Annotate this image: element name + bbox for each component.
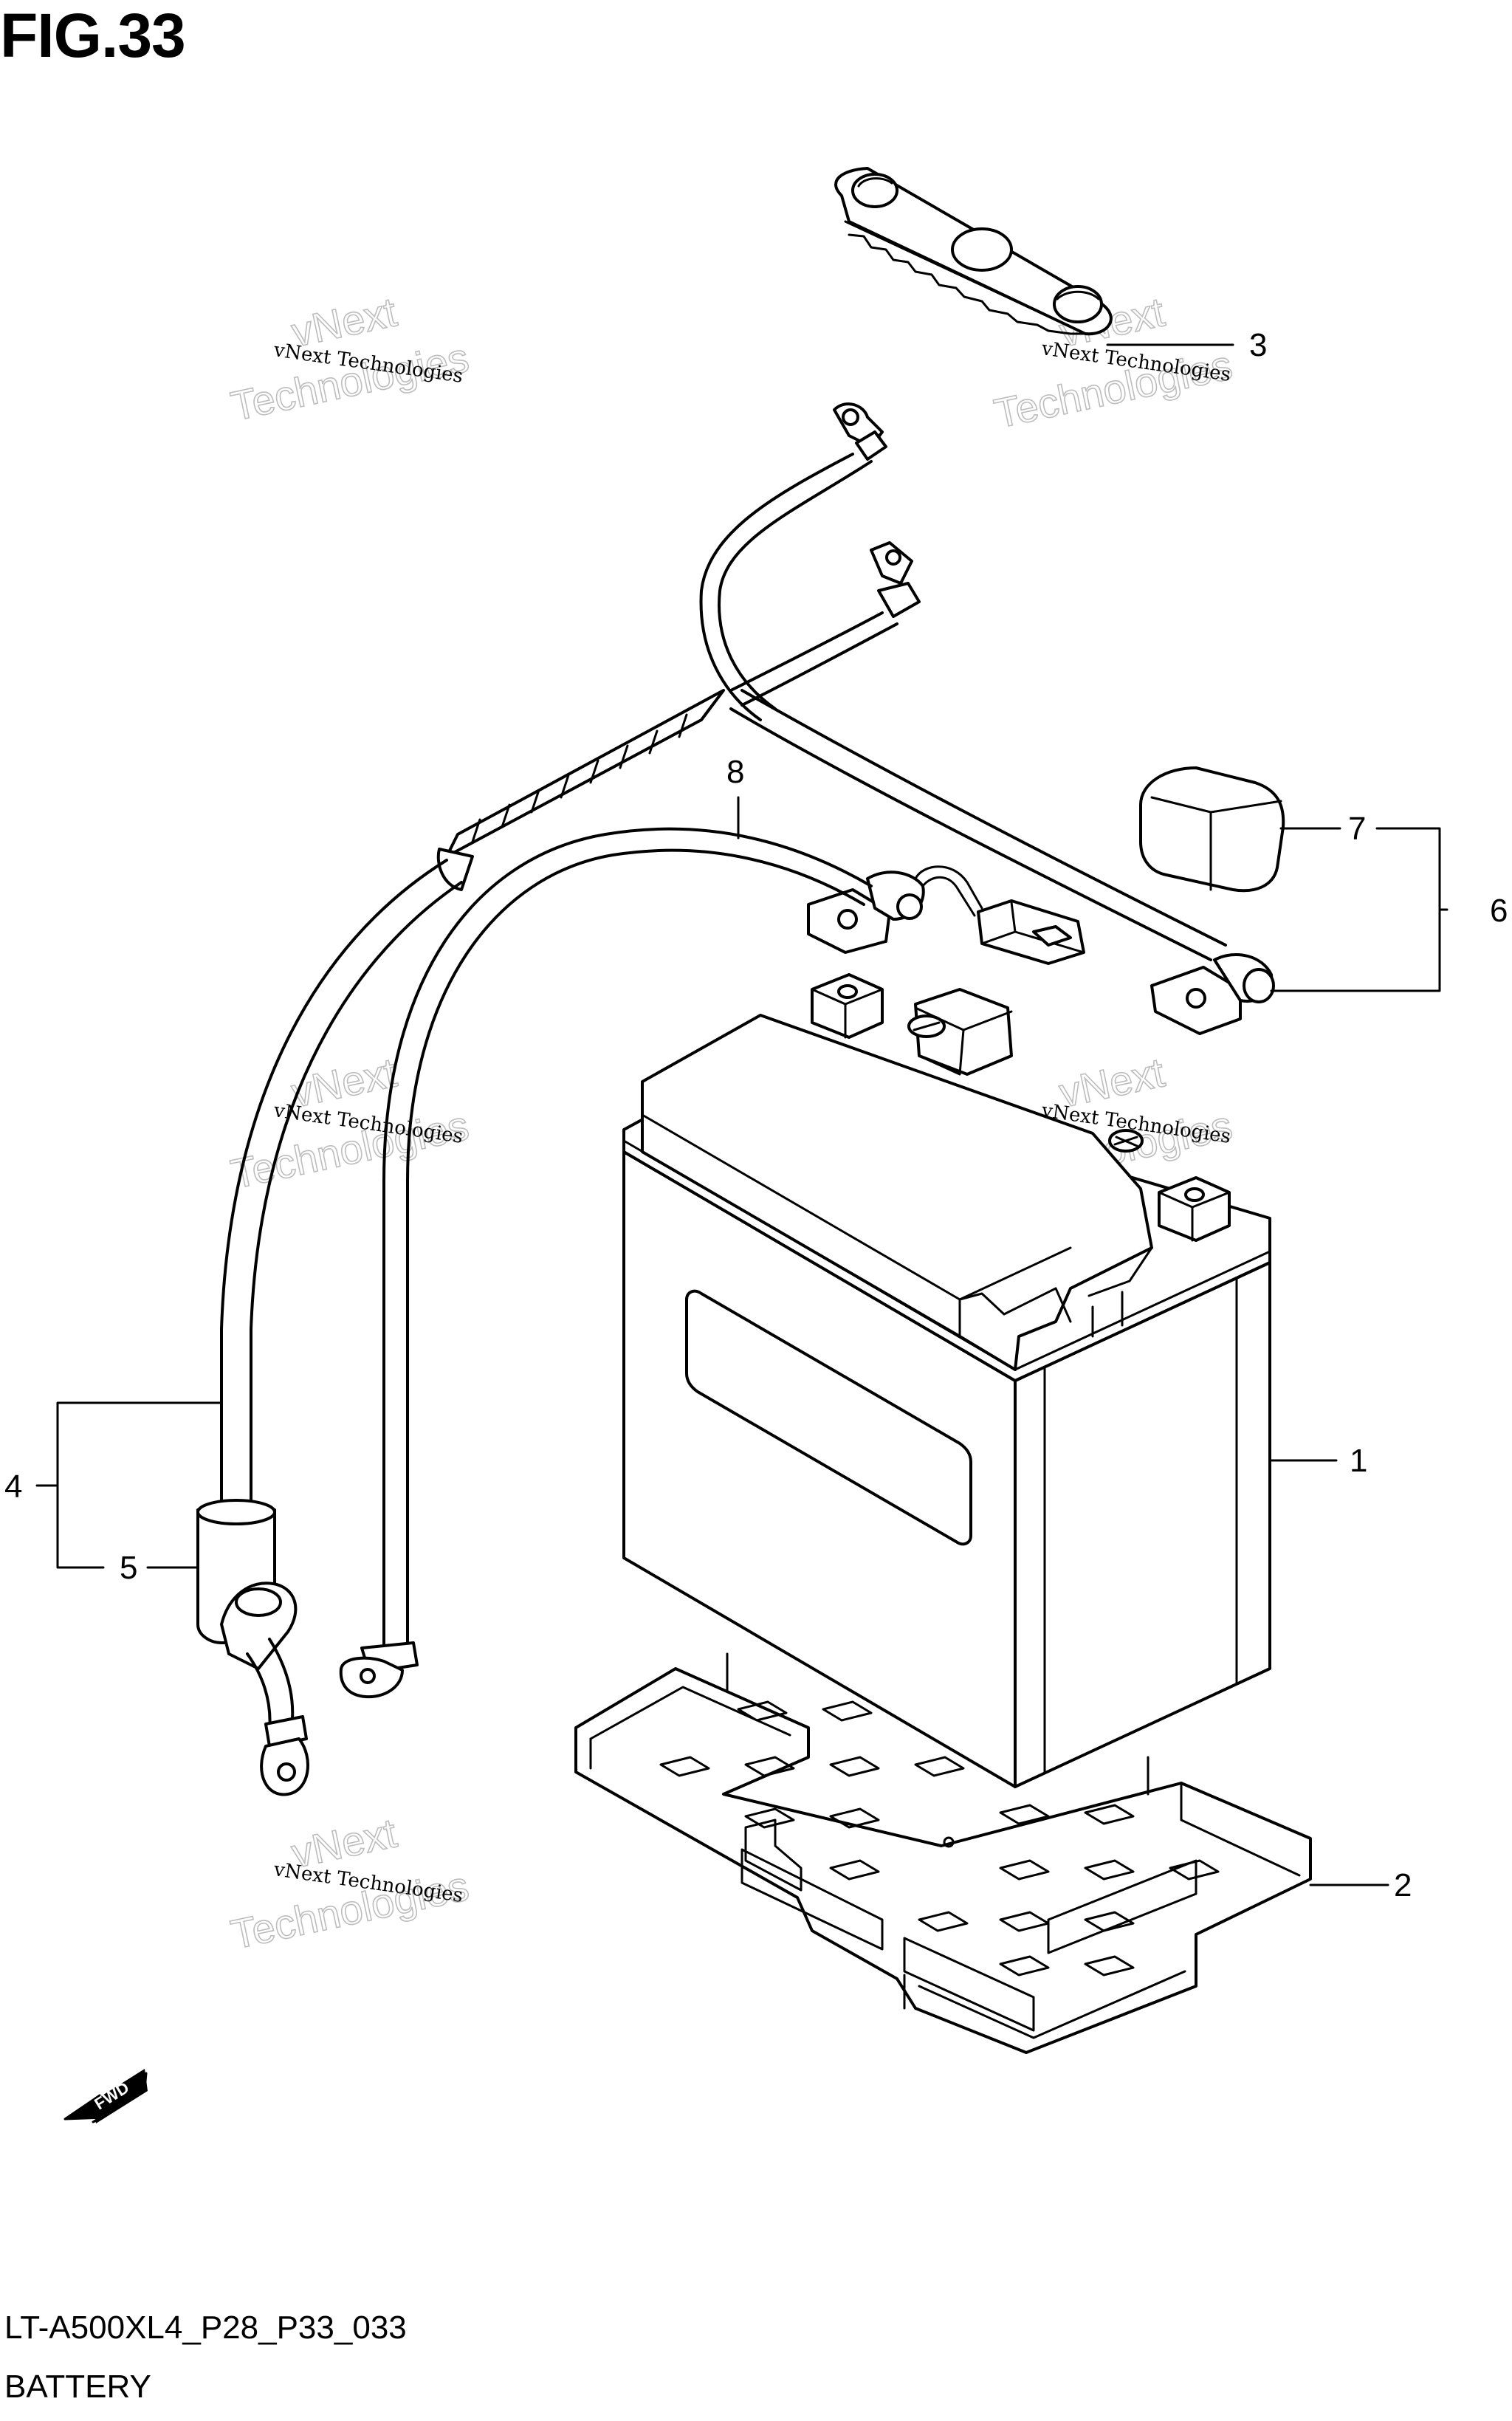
watermark-low-left: Technologies vNext vNext Technologies [227,1808,473,1958]
part-6-cable-with-cap [729,689,1275,1035]
watermark-top-left: Technologies vNext vNext Technologies [227,287,473,430]
part-4-negative-cable [196,402,921,1796]
watermark-top-right: Technologies vNext vNext Technologies [990,287,1237,437]
callout-7: 7 [1348,811,1366,847]
fwd-arrow-icon: FWD [63,2069,148,2123]
callout-8: 8 [726,754,744,790]
part-1-battery [622,973,1338,1788]
figure-name: BATTERY [4,2369,151,2405]
callout-6: 6 [1490,893,1508,929]
part-7-terminal-cap [1139,766,1285,893]
watermark-mid-left: Technologies vNext vNext Technologies [227,1048,473,1198]
callout-2: 2 [1394,1867,1412,1903]
part-8-positive-cable [339,796,1085,1699]
callout-1: 1 [1350,1443,1367,1479]
figure-title: FIG.33 [0,1,186,70]
bracket-6-7 [1270,827,1449,992]
tray-slots [659,1700,1220,1977]
part-2-battery-tray [574,1652,1389,2054]
callout-5: 5 [120,1550,137,1586]
callout-3: 3 [1249,327,1267,363]
part-3-terminal-cover [834,167,1113,336]
callout-4: 4 [4,1469,22,1505]
bracket-4-5 [35,1401,223,1569]
figure-code: LT-A500XL4_P28_P33_033 [4,2310,407,2346]
